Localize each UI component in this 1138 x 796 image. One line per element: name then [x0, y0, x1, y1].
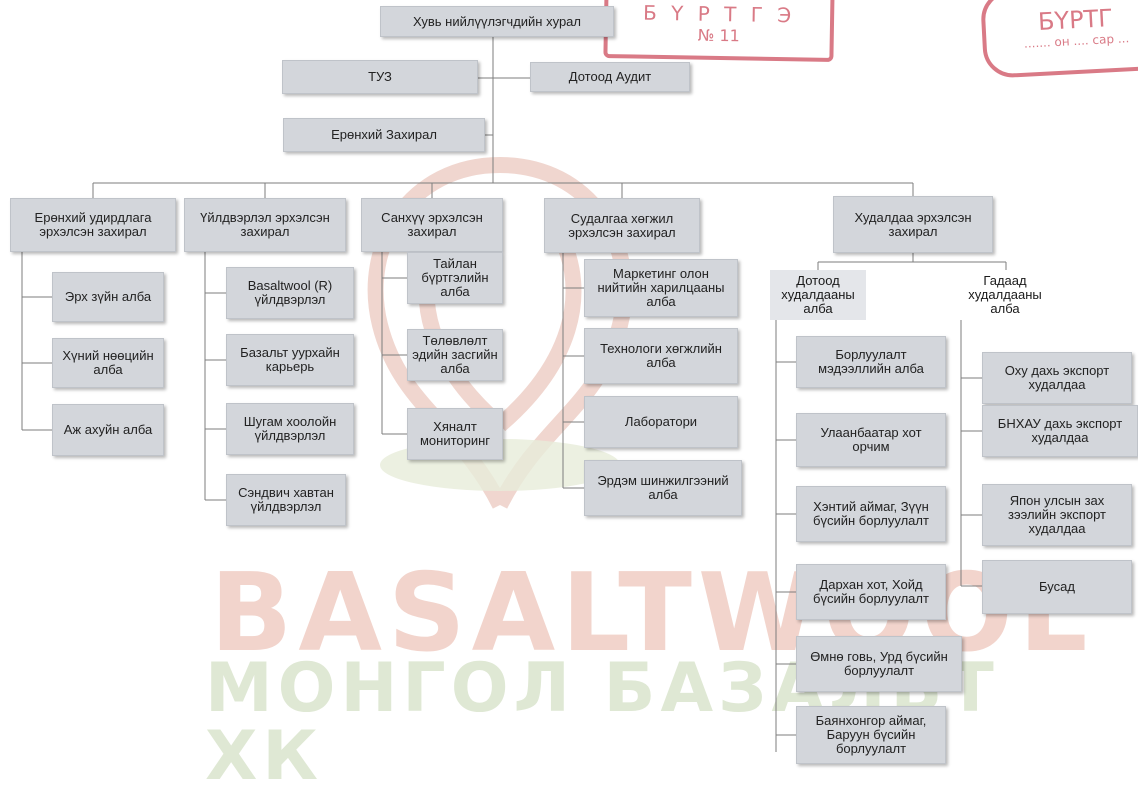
internal-audit-box: Дотоод Аудит: [530, 62, 690, 92]
pipe-production: Шугам хоолойн үйлдвэрлэл: [226, 403, 354, 455]
japan-export: Япон улсын зах зээлийн экспорт худалдаа: [982, 484, 1132, 546]
ulaanbaatar-sales: Улаанбаатар хот орчим: [796, 413, 946, 467]
monitoring-unit: Хяналт мониторинг: [407, 408, 503, 460]
research-director: Судалгаа хөгжил эрхэлсэн захирал: [544, 198, 700, 253]
east-region-sales: Хэнтий аймаг, Зүүн бүсийн борлуулалт: [796, 486, 946, 542]
basaltwool-production: Basaltwool (R) үйлдвэрлэл: [226, 267, 354, 319]
marketing-unit: Маркетинг олон нийтийн харилцааны алба: [584, 259, 738, 317]
foreign-sales-dept: Гадаад худалдааны алба: [955, 270, 1055, 320]
laboratory-unit: Лаборатори: [584, 396, 738, 448]
admin-unit: Аж ахуйн алба: [52, 404, 164, 456]
technology-unit: Технологи хөгжлийн алба: [584, 328, 738, 384]
ceo-box: Ерөнхий Захирал: [283, 118, 485, 152]
china-export: БНХАУ дахь экспорт худалдаа: [982, 405, 1138, 457]
production-director: Үйлдвэрлэл эрхэлсэн захирал: [184, 198, 346, 252]
domestic-sales-dept: Дотоод худалдааны алба: [770, 270, 866, 320]
sales-director: Худалдаа эрхэлсэн захирал: [833, 196, 993, 253]
basalt-quarry: Базальт уурхайн карьерь: [226, 334, 354, 386]
general-director: Ерөнхий удирдлага эрхэлсэн захирал: [10, 198, 176, 252]
russia-export: Оху дахь экспорт худалдаа: [982, 352, 1132, 404]
other-export: Бусад: [982, 560, 1132, 614]
hr-unit: Хүний нөөцийн алба: [52, 338, 164, 388]
reporting-unit: Тайлан бүртгэлийн алба: [407, 252, 503, 304]
west-region-sales: Баянхонгор аймаг, Баруун бүсийн борлуула…: [796, 706, 946, 764]
north-region-sales: Дархан хот, Хойд бүсийн борлуулалт: [796, 564, 946, 620]
legal-unit: Эрх зүйн алба: [52, 272, 164, 322]
sandwich-panel-production: Сэндвич хавтан үйлдвэрлэл: [226, 474, 346, 526]
shareholders-meeting: Хувь нийлүүлэгчдийн хурал: [380, 6, 614, 37]
finance-director: Санхүү эрхэлсэн захирал: [361, 198, 503, 252]
org-chart-connectors: [21, 37, 1007, 752]
science-unit: Эрдэм шинжилгээний алба: [584, 460, 742, 516]
sales-info-unit: Борлуулалт мэдээллийн алба: [796, 336, 946, 388]
board-box: ТУЗ: [282, 60, 478, 94]
planning-unit: Төлөвлөлт эдийн засгийн алба: [407, 329, 503, 381]
south-region-sales: Өмнө говь, Урд бүсийн борлуулалт: [796, 636, 962, 692]
